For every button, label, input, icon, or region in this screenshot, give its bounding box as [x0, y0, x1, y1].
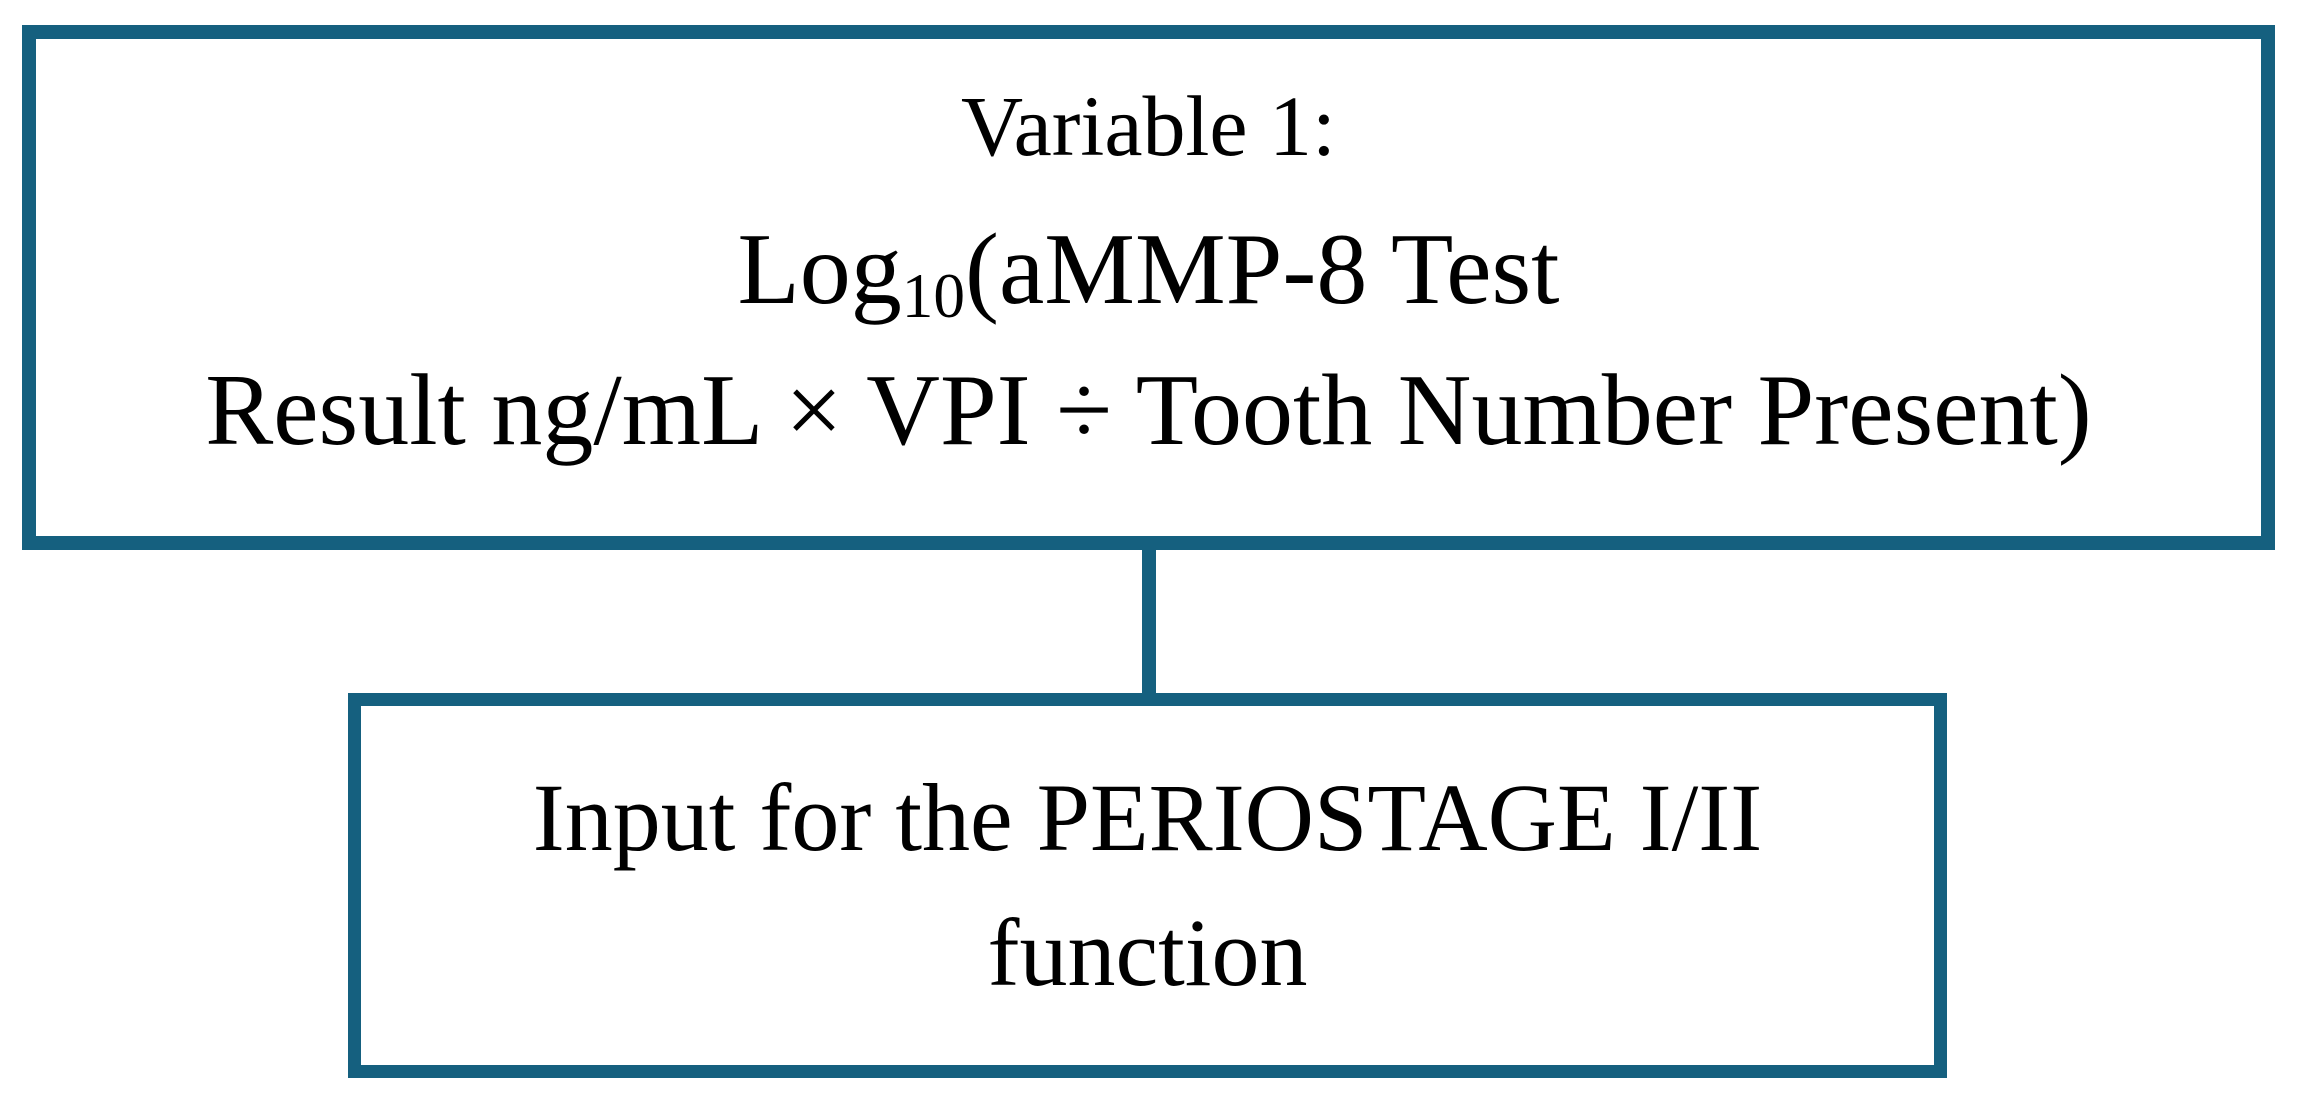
formula-line-1: Log10(aMMP-8 Test: [205, 200, 2092, 341]
formula-log-prefix: Log: [737, 212, 902, 326]
periostage-input-box: Input for the PERIOSTAGE I/II function: [348, 693, 1947, 1078]
variable-1-title: Variable 1:: [961, 78, 1336, 174]
connector-line: [1142, 550, 1156, 700]
formula-line-2: Result ng/mL × VPI ÷ Tooth Number Presen…: [205, 353, 2092, 467]
bottom-box-line-1: Input for the PERIOSTAGE I/II: [532, 764, 1763, 872]
bottom-box-line-2: function: [987, 898, 1308, 1006]
formula-line-1-rest: (aMMP-8 Test: [965, 212, 1560, 326]
formula-log-subscript: 10: [901, 260, 966, 331]
variable-1-box: Variable 1: Log10(aMMP-8 Test Result ng/…: [22, 25, 2275, 550]
variable-1-formula: Log10(aMMP-8 Test Result ng/mL × VPI ÷ T…: [205, 200, 2092, 482]
